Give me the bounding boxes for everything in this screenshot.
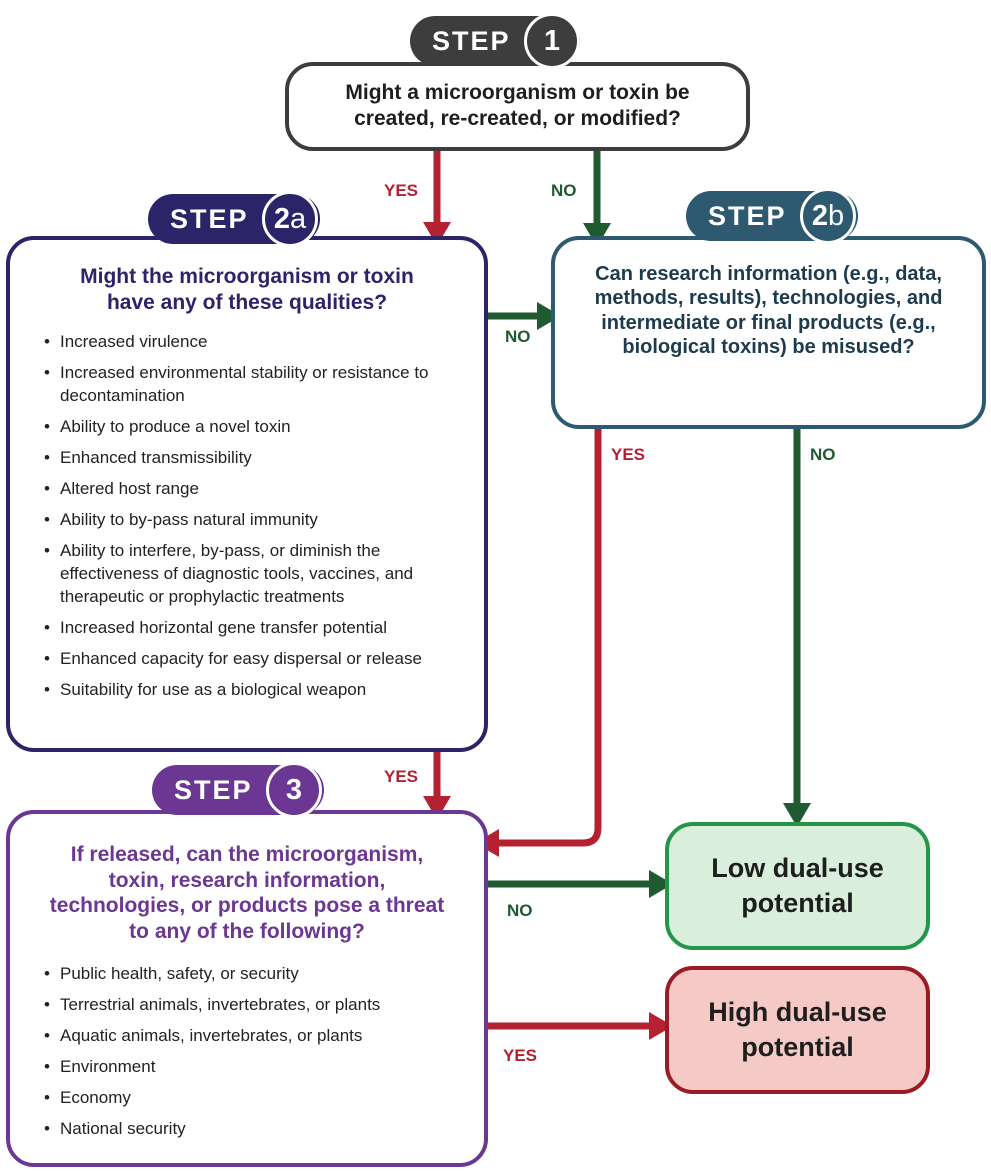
step1-badge: STEP 1 — [410, 13, 580, 69]
low-dual-use-outcome: Low dual-use potential — [665, 822, 930, 950]
step3-badge-label: STEP — [174, 774, 253, 805]
step1-badge-label: STEP — [432, 25, 511, 56]
arrow-step1-to-step2a — [423, 148, 451, 246]
arrow-step1-to-step2b — [583, 148, 611, 247]
label-step1-no: NO — [551, 181, 577, 200]
step3-question: If released, can the microorganism, toxi… — [49, 843, 445, 943]
arrow-step2b-to-step3 — [475, 426, 602, 857]
step3-box: If released, can the microorganism, toxi… — [6, 810, 488, 1167]
list-item: Enhanced capacity for easy dispersal or … — [42, 647, 464, 670]
label-step2b-no: NO — [810, 445, 836, 464]
list-item: Aquatic animals, invertebrates, or plant… — [42, 1024, 464, 1047]
high-dual-use-outcome: High dual-use potential — [665, 966, 930, 1094]
step2a-box: Might the microorganism or toxin have an… — [6, 236, 488, 752]
step2a-qualities-list: Increased virulenceIncreased environment… — [42, 330, 464, 709]
arrow-step2a-to-step2b — [487, 302, 561, 330]
step2b-badge-label: STEP — [708, 200, 787, 231]
label-step3-no: NO — [507, 901, 533, 920]
list-item: Public health, safety, or security — [42, 962, 464, 985]
label-step2a-no: NO — [505, 327, 531, 346]
list-item: Increased environmental stability or res… — [42, 361, 464, 407]
list-item: Increased virulence — [42, 330, 464, 353]
list-item: Altered host range — [42, 477, 464, 500]
list-item: Terrestrial animals, invertebrates, or p… — [42, 993, 464, 1016]
list-item: Ability to produce a novel toxin — [42, 415, 464, 438]
arrow-step3-to-low — [487, 870, 673, 898]
step1-badge-number: 1 — [524, 13, 580, 69]
step2b-box: Can research information (e.g., data, me… — [551, 236, 986, 429]
step1-question: Might a microorganism or toxin be create… — [345, 81, 690, 130]
list-item: Economy — [42, 1086, 464, 1109]
list-item: Enhanced transmissibility — [42, 446, 464, 469]
list-item: National security — [42, 1117, 464, 1140]
low-dual-use-label: Low dual-use potential — [711, 852, 884, 918]
list-item: Increased horizontal gene transfer poten… — [42, 616, 464, 639]
label-step3-yes: YES — [503, 1046, 538, 1065]
step2b-question: Can research information (e.g., data, me… — [594, 263, 943, 359]
label-step1-yes: YES — [384, 181, 419, 200]
label-step2a-yes: YES — [384, 767, 419, 786]
arrow-step3-to-high — [487, 1012, 673, 1040]
list-item: Ability to interfere, by-pass, or dimini… — [42, 539, 464, 608]
arrow-step2b-to-low — [783, 426, 811, 827]
list-item: Environment — [42, 1055, 464, 1078]
step1-box: Might a microorganism or toxin be create… — [285, 62, 750, 151]
high-dual-use-label: High dual-use potential — [708, 996, 887, 1062]
step2a-badge-label: STEP — [170, 203, 249, 234]
label-step2b-yes: YES — [611, 445, 646, 464]
list-item: Ability to by-pass natural immunity — [42, 508, 464, 531]
step3-badge-number: 3 — [266, 762, 322, 818]
step3-threats-list: Public health, safety, or securityTerres… — [42, 962, 464, 1148]
step3-badge: STEP 3 — [152, 762, 324, 818]
list-item: Suitability for use as a biological weap… — [42, 678, 464, 701]
step2a-question: Might the microorganism or toxin have an… — [80, 265, 414, 314]
arrow-step2a-to-step3 — [423, 750, 451, 820]
